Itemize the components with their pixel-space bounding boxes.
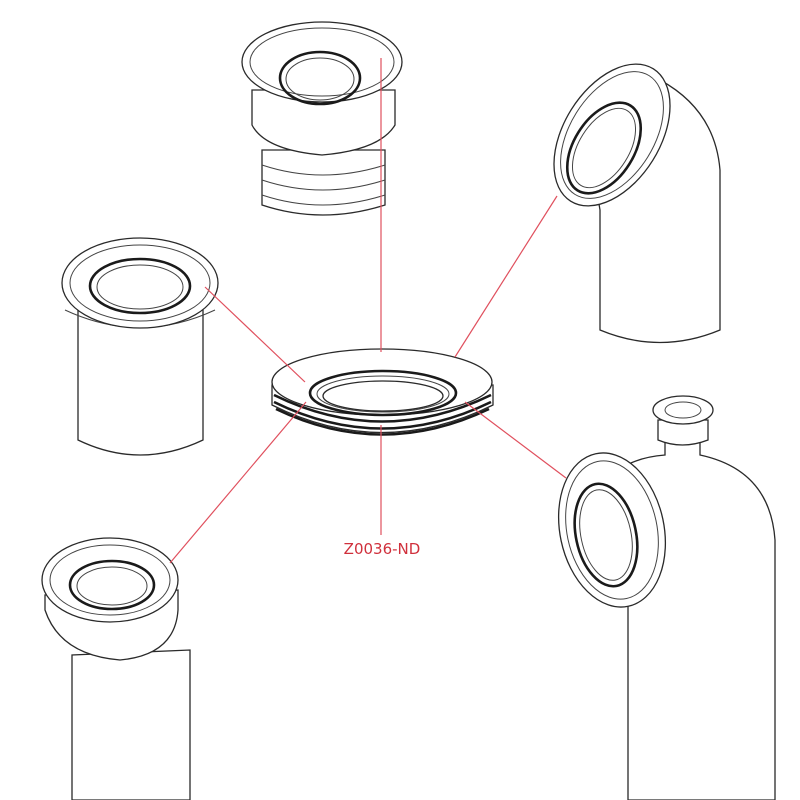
leader-bottom-left [169,401,307,564]
part-number-label: Z0036-ND [343,540,421,558]
left-straight-pipe-part [61,237,219,456]
bottom-right-elbow-part [557,395,776,800]
leader-bottom-right [464,401,567,479]
top-coupling-part [241,21,403,216]
top-right-elbow-part [553,63,721,344]
leader-top-right [454,195,558,358]
leader-lines [169,58,567,564]
bottom-left-offset-pipe-part [41,537,191,800]
leader-left [204,286,306,383]
central-gasket-part [271,348,494,436]
